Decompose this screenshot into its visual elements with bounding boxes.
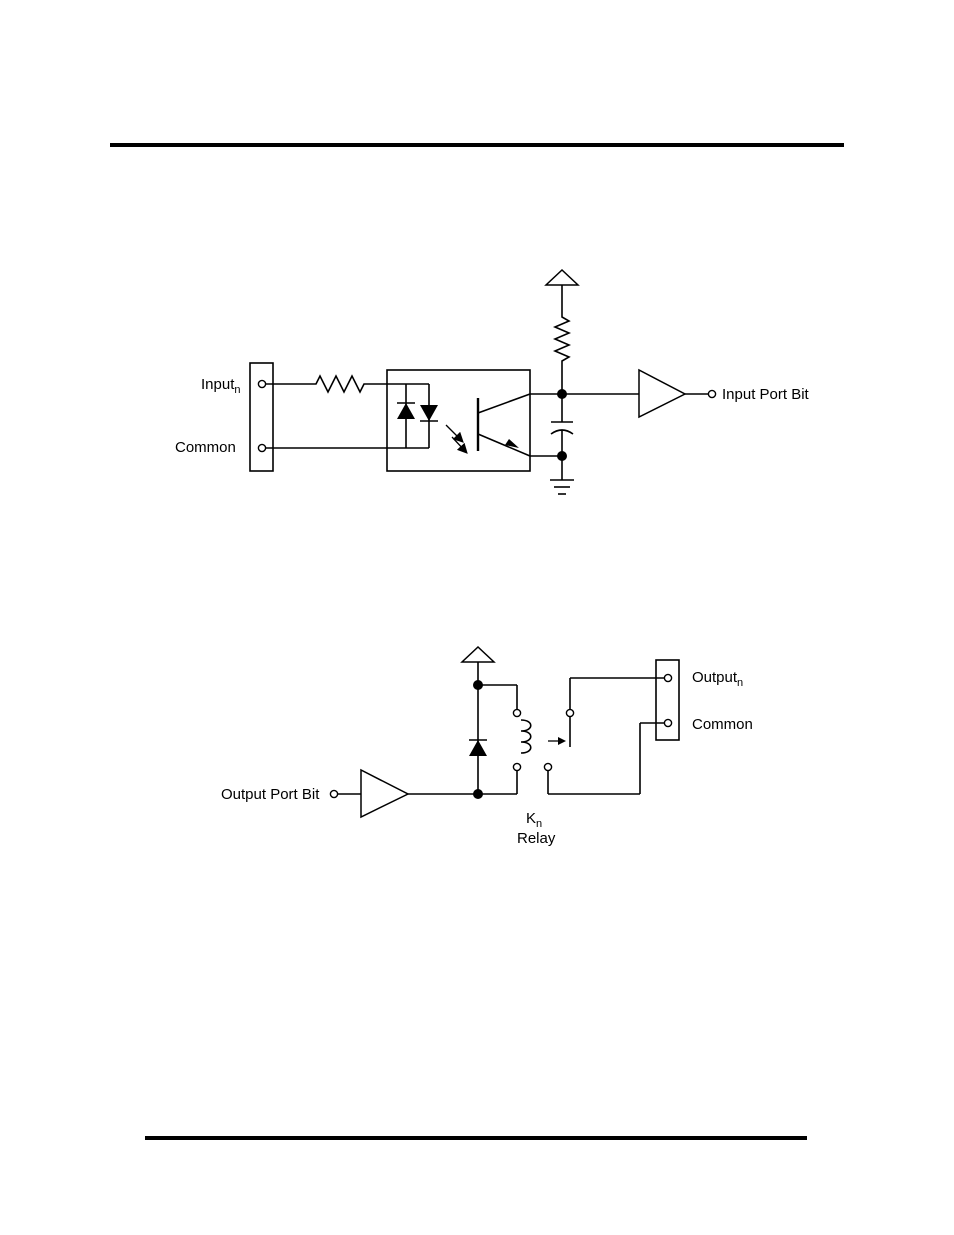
common-terminal [258,444,265,451]
input-buffer [639,370,685,417]
actuation-arrow [558,737,566,745]
output-common-label: Common [692,716,753,733]
relay-coil [521,720,531,753]
junction-dot [557,451,567,461]
output-label: Outputn [692,669,743,689]
output-port-label: Output Port Bit [221,786,320,803]
junction-dot [473,680,483,690]
led-diode-1 [397,403,415,419]
output-port-terminal [330,790,337,797]
light-arrow-2 [452,437,466,452]
relay-k-label: Kn [526,810,542,830]
input-resistor [266,376,406,392]
output-terminal-block [656,660,679,740]
input-common-label: Common [175,439,236,456]
relay-contact-bottom [544,763,551,770]
output-terminal [664,674,671,681]
junction-dot [557,389,567,399]
input-label: Inputn [201,376,241,396]
relay-label: Relay [517,830,556,847]
output-circuit: Output Port Bit Kn Relay [221,647,753,847]
pullup-resistor [555,285,569,394]
phototransistor-collector [478,394,530,413]
output-buffer [361,770,408,817]
supply-icon [462,647,494,662]
input-port-label: Input Port Bit [722,386,810,403]
output-common-terminal [664,719,671,726]
junction-dot [473,789,483,799]
input-terminal [258,380,265,387]
led-diode-2 [420,405,438,421]
flyback-diode [469,740,487,756]
input-terminal-block [250,363,273,471]
optocoupler-box [387,370,530,471]
input-circuit: Inputn Common [175,270,810,494]
relay-contact-top [566,709,573,716]
supply-icon [546,270,578,285]
input-port-terminal [708,390,715,397]
phototransistor-emitter [478,434,530,456]
